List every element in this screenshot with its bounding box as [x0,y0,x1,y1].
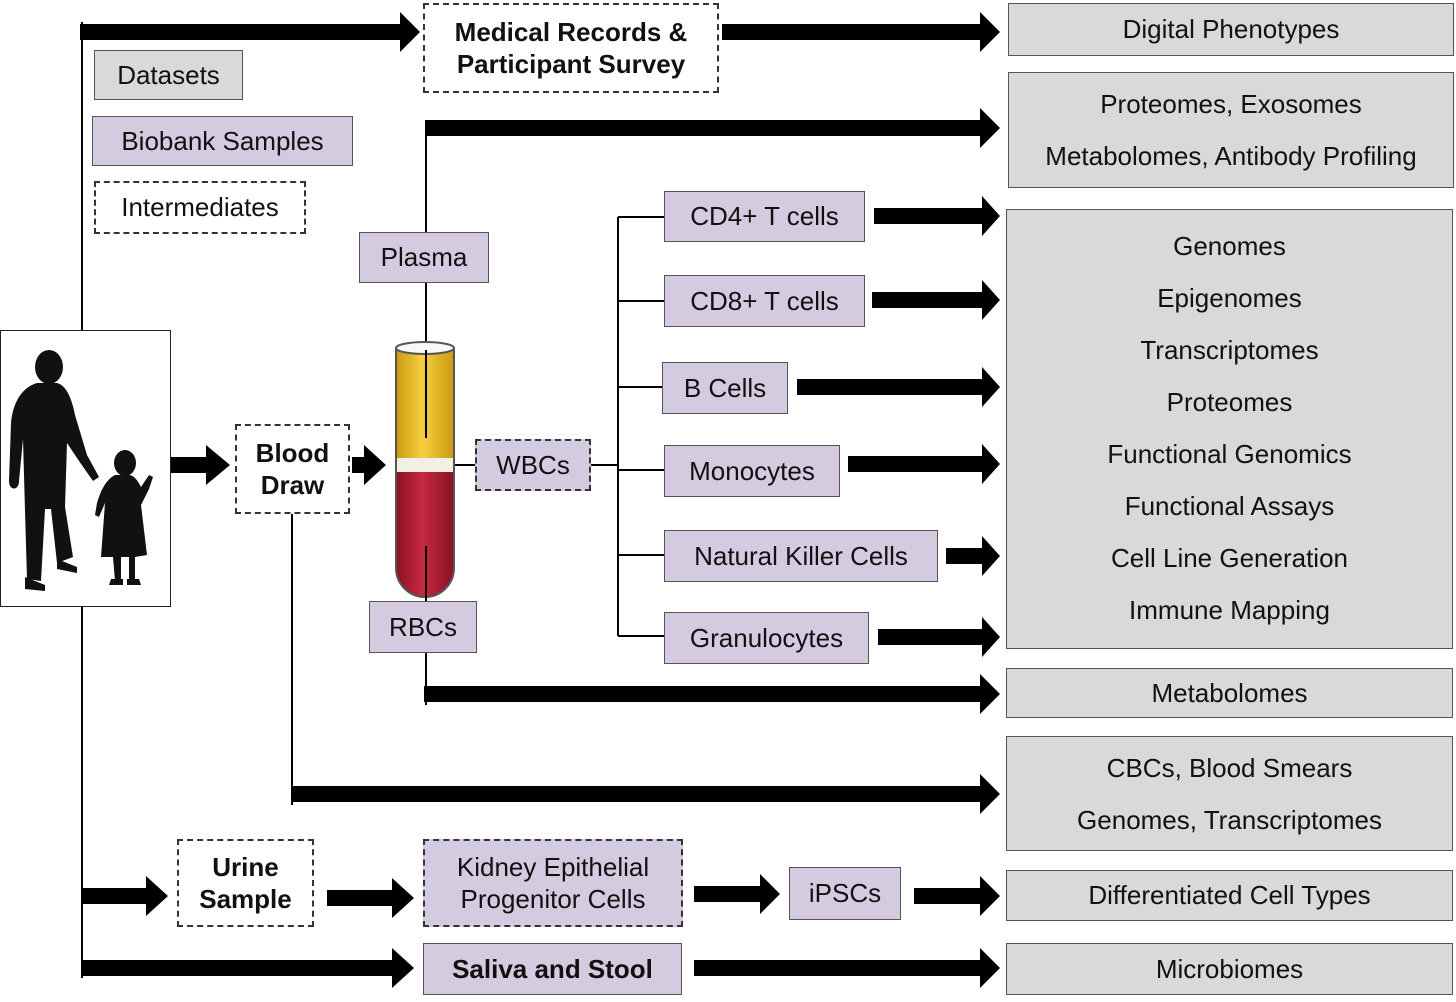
medical-records-line-2: Participant Survey [456,49,686,79]
arrow-to-urine [82,876,168,916]
arrow-urine-to-kidney [327,878,414,918]
arrow-cd8 [872,280,1000,320]
cell-omics-epigenomes: Epigenomes [1157,283,1302,313]
cell-omics-genomes: Genomes [1173,231,1286,261]
legend-datasets: Datasets [94,50,243,100]
plasma-omics-line-1: Proteomes, Exosomes [1100,89,1362,119]
differentiated-cell-types: Differentiated Cell Types [1006,870,1453,921]
arrow-monocytes [848,444,1000,484]
arrow-bcells [797,367,1000,407]
arrow-kidney-to-ipscs [694,874,780,914]
arrow-rbcs-to-metabolomes [424,674,1000,714]
arrow-granulocytes [878,617,1000,657]
urine-sample-line-1: Urine [212,851,279,882]
cell-omics-immune-mapping: Immune Mapping [1129,595,1330,625]
cell-omics-proteomes: Proteomes [1166,387,1293,417]
arrow-cd4 [874,196,1000,236]
kidney-line-2: Progenitor Cells [460,884,646,914]
cell-omics-functional-genomics: Functional Genomics [1107,439,1352,469]
cell-omics-transcriptomes: Transcriptomes [1140,335,1319,365]
blood-assays-line-2: Genomes, Transcriptomes [1077,804,1382,835]
blood-draw-line-2: Draw [260,470,325,500]
medical-records-line-1: Medical Records & [454,16,688,47]
saliva-and-stool: Saliva and Stool [423,943,682,995]
thin-connectors [81,22,664,978]
arrow-nk [946,536,1000,576]
granulocytes: Granulocytes [664,612,869,664]
cd8-t-cells: CD8+ T cells [664,275,865,327]
wbcs-intermediate: WBCs [475,439,591,491]
blood-assay-datasets: CBCs, Blood Smears Genomes, Transcriptom… [1006,736,1453,851]
monocytes: Monocytes [664,445,840,497]
kidney-epithelial-progenitor-cells: Kidney Epithelial Progenitor Cells [423,839,683,927]
blood-draw-line-1: Blood [255,437,330,468]
urine-sample: Urine Sample [177,839,314,927]
plasma-omics-line-2: Metabolomes, Antibody Profiling [1045,141,1417,171]
ipscs: iPSCs [789,867,901,920]
parent-child-silhouette-icon [9,350,153,591]
flow-arrows [80,12,1000,988]
kidney-line-1: Kidney Epithelial [456,851,650,882]
arrow-to-digital-phenotypes [722,12,1000,52]
arrow-to-medical-records [80,12,420,52]
arrow-blood-to-tube [352,445,386,485]
digital-phenotypes: Digital Phenotypes [1008,3,1454,56]
blood-assays-line-1: CBCs, Blood Smears [1106,752,1353,783]
plasma-omics-datasets: Proteomes, Exosomes Metabolomes, Antibod… [1008,72,1454,188]
urine-sample-line-2: Sample [199,884,292,914]
participant-family-box [0,330,171,607]
cell-omics-datasets: Genomes Epigenomes Transcriptomes Proteo… [1006,209,1453,649]
metabolomes-dataset: Metabolomes [1006,668,1453,718]
cd4-t-cells: CD4+ T cells [664,191,865,242]
medical-records-survey: Medical Records & Participant Survey [423,3,719,93]
natural-killer-cells: Natural Killer Cells [664,530,938,582]
blood-tube-icon [395,341,455,601]
cell-omics-cell-line-generation: Cell Line Generation [1110,543,1349,573]
arrow-ipscs-to-differentiated [914,876,1000,916]
arrow-blood-to-assays [292,774,1000,814]
arrow-family-to-blood [171,445,230,485]
blood-draw: Blood Draw [235,424,350,514]
arrow-saliva-to-microbiomes [694,948,1000,988]
legend-intermediates: Intermediates [94,181,306,234]
b-cells: B Cells [662,362,788,414]
cell-omics-functional-assays: Functional Assays [1124,491,1335,521]
arrow-plasma-to-omics [426,108,1000,148]
plasma-sample: Plasma [359,232,489,283]
microbiomes-dataset: Microbiomes [1006,943,1453,995]
arrow-to-saliva [82,948,414,988]
legend-biobank-samples: Biobank Samples [92,116,353,166]
rbcs-sample: RBCs [369,601,477,653]
